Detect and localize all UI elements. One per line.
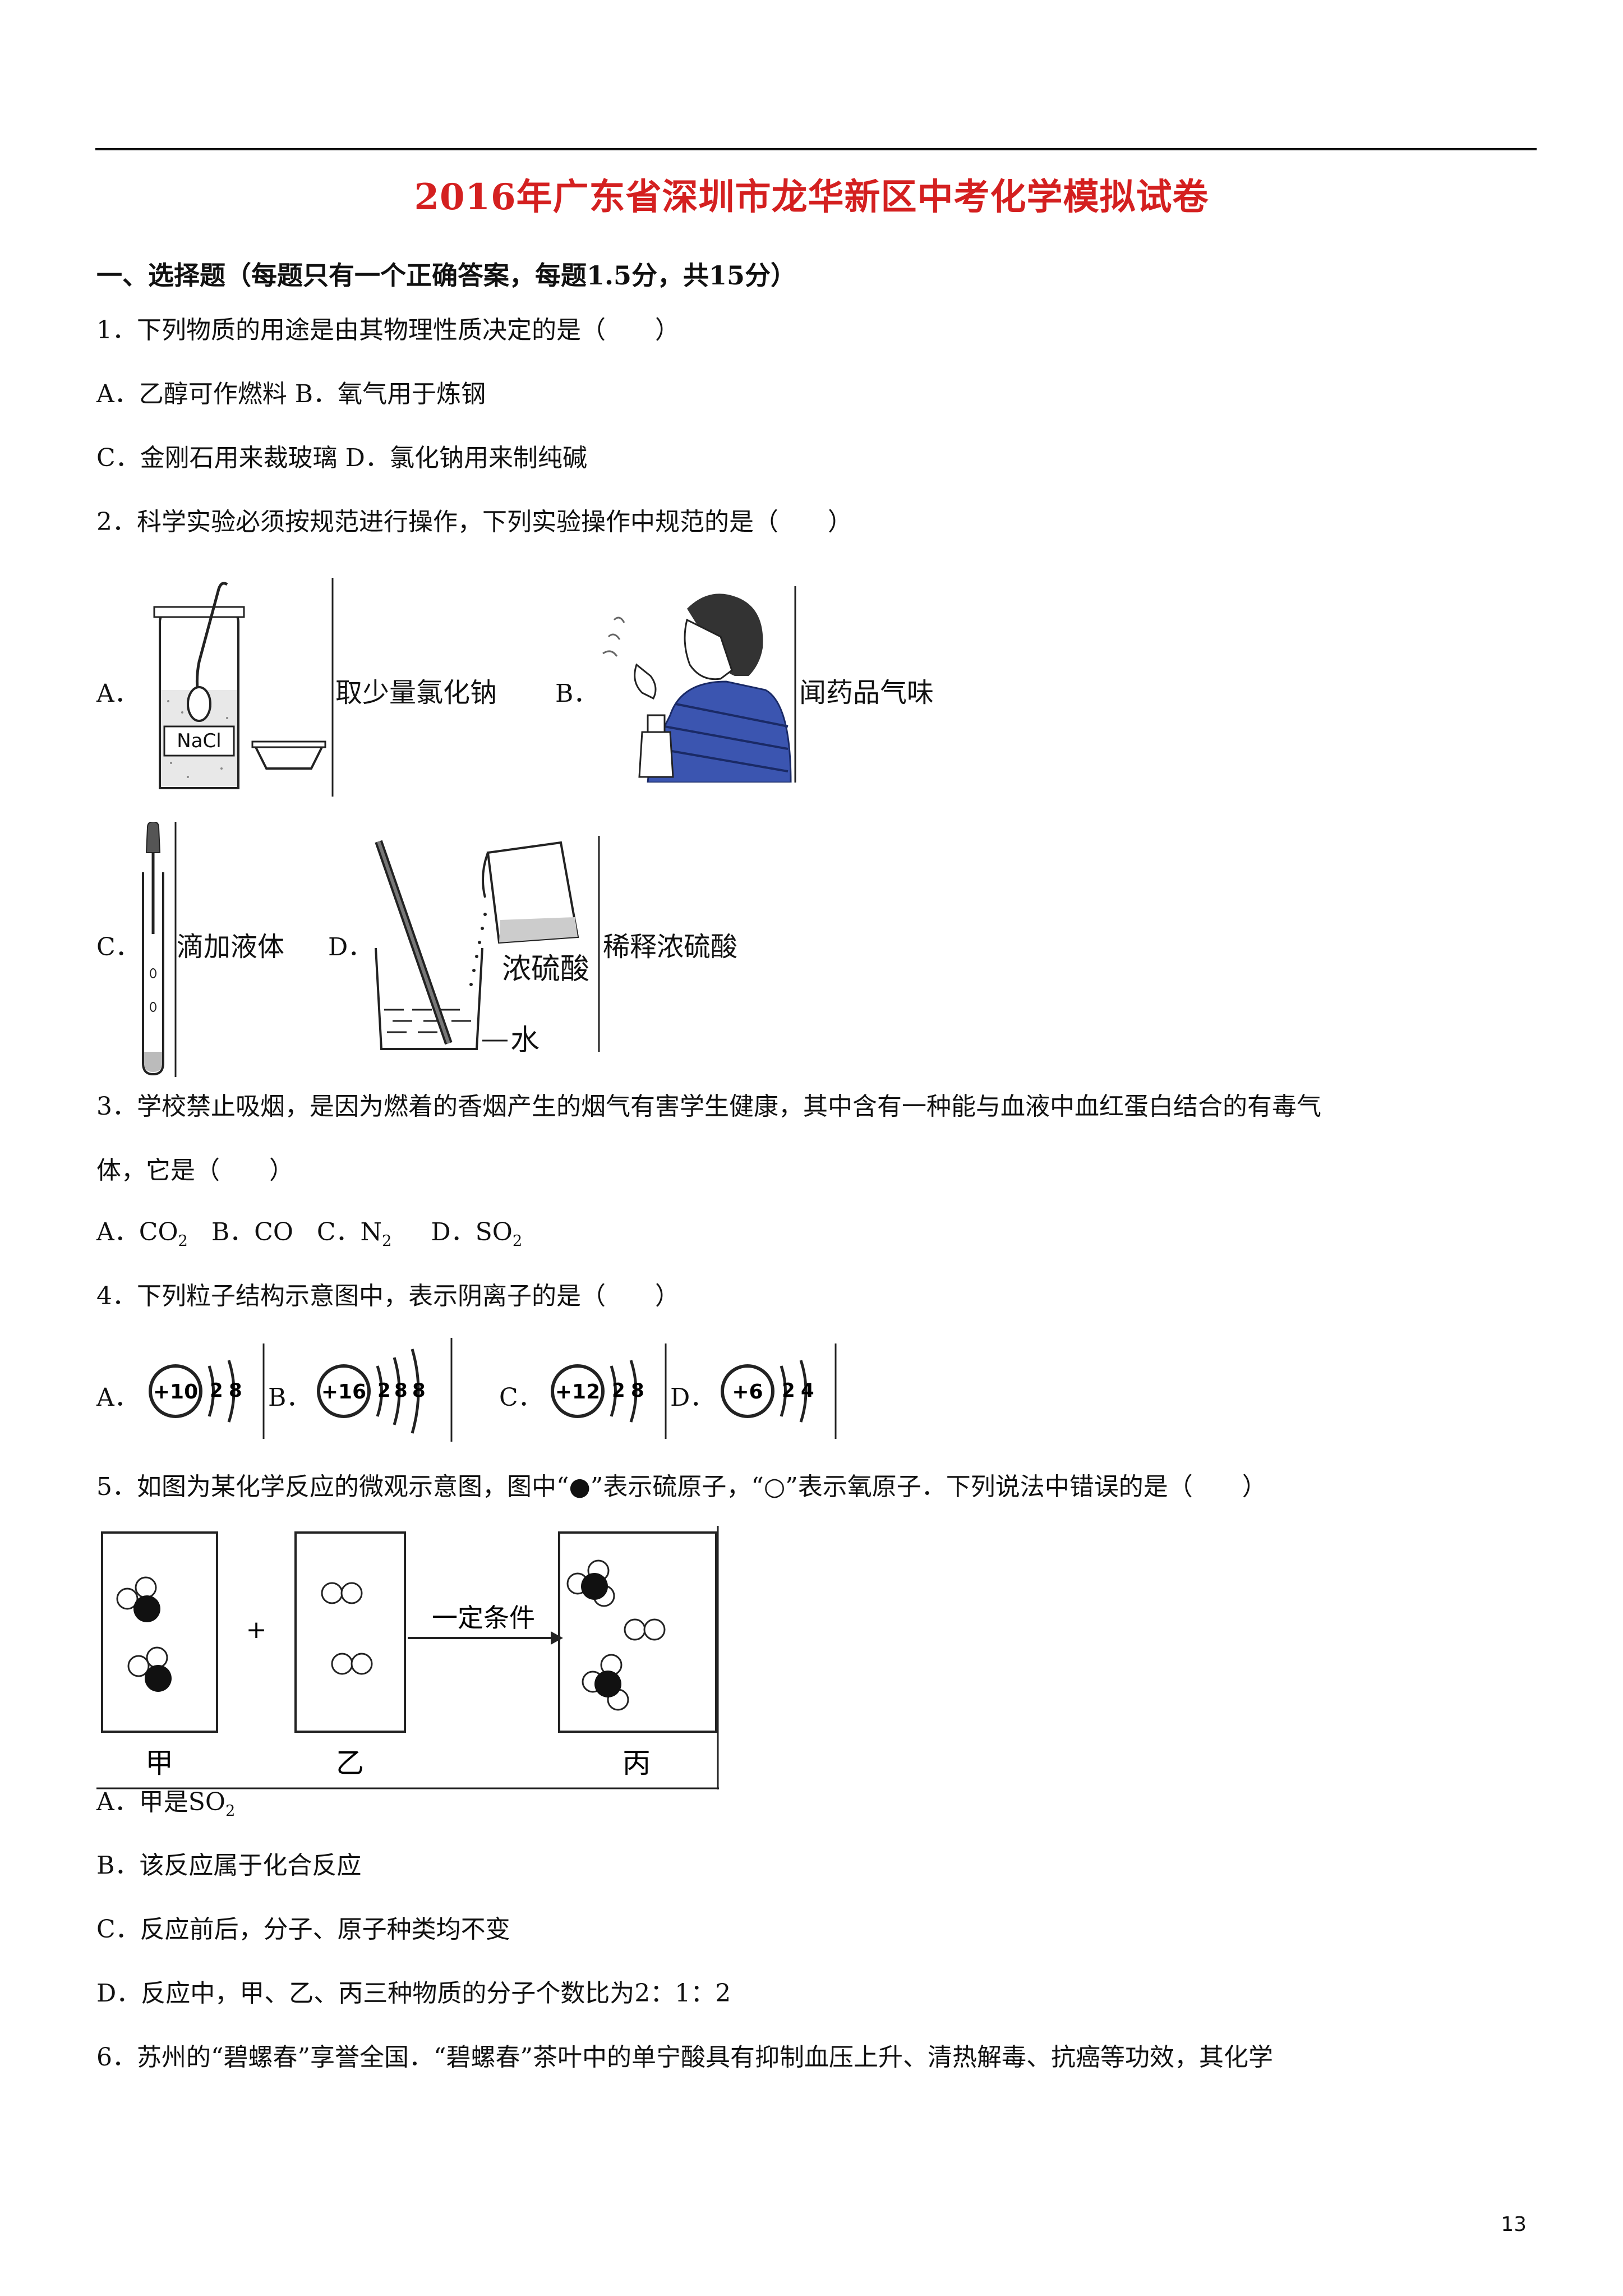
q1-stem: 1．下列物质的用途是由其物理性质决定的是（ ） (96, 316, 680, 344)
q2-option-b-label: B． (555, 679, 598, 708)
reactant-box-jia (101, 1531, 218, 1733)
q3-options: A．CO2 B．CO C．N2 D．SO2 (96, 1218, 522, 1251)
shell-electrons: 8 (631, 1379, 644, 1402)
dilute-sulfuric-acid-figure: 浓硫酸 水 (370, 836, 600, 1052)
shell-electrons: 8 (229, 1379, 242, 1402)
q5-option-d: D．反应中，甲、乙、丙三种物质的分子个数比为2：1：2 (96, 1979, 731, 2008)
reaction-condition: 一定条件 (432, 1603, 535, 1633)
q6-stem: 6．苏州的“碧螺春”享誉全国．“碧螺春”茶叶中的单宁酸具有抑制血压上升、清热解毒… (96, 2043, 1273, 2072)
q5-option-b: B．该反应属于化合反应 (96, 1851, 362, 1880)
q1-option-c: C．金刚石用来裁玻璃 (96, 444, 338, 472)
atom-diagram-a: +10 2 8 (149, 1343, 265, 1439)
label-bing: 丙 (623, 1747, 651, 1779)
q2-option-c-caption: 滴加液体 (177, 931, 285, 963)
atom-diagram-b: +16 2 8 8 (317, 1338, 453, 1442)
q3-stem-line2: 体，它是（ ） (96, 1156, 294, 1185)
nucleus-charge: +6 (732, 1381, 763, 1404)
bottle-label: NaCl (177, 730, 221, 752)
q3-option-c: C．N2 (316, 1218, 392, 1250)
q1-option-d: D．氯化钠用来制纯碱 (345, 444, 587, 472)
smelling-chemical-figure (597, 586, 796, 783)
shell-electrons: 2 (782, 1379, 795, 1402)
q5-option-a: A．甲是SO2 (96, 1788, 236, 1820)
product-box-bing (558, 1531, 717, 1733)
label-yi: 乙 (336, 1747, 364, 1779)
water-label: 水 (510, 1024, 540, 1052)
q4-stem: 4．下列粒子结构示意图中，表示阴离子的是（ ） (96, 1282, 680, 1310)
q1-option-a: A．乙醇可作燃料 (96, 380, 287, 408)
q3-option-b: B．CO (211, 1218, 293, 1246)
acid-label: 浓硫酸 (502, 953, 589, 986)
q2-option-a-label: A． (96, 679, 139, 708)
q2-stem: 2．科学实验必须按规范进行操作，下列实验操作中规范的是（ ） (96, 508, 852, 536)
shell-electrons: 4 (801, 1379, 814, 1402)
shell-electrons: 2 (612, 1379, 625, 1402)
label-jia: 甲 (145, 1747, 173, 1779)
nucleus-charge: +12 (555, 1381, 600, 1404)
q1-options-row1: A．乙醇可作燃料 B．氧气用于炼钢 (96, 380, 486, 409)
nacl-bottle-figure: NaCl (137, 578, 334, 797)
atom-diagram-d: +6 2 4 (721, 1343, 837, 1439)
q2-option-a-caption: 取少量氯化钠 (335, 677, 497, 708)
q3-option-d: D．SO2 (431, 1218, 523, 1250)
section-heading: 一、选择题（每题只有一个正确答案，每题1.5分，共15分） (96, 260, 797, 291)
plus-sign: + (246, 1616, 267, 1644)
header-rule (95, 148, 1537, 150)
q4-option-c-label: C． (499, 1383, 543, 1412)
shell-electrons: 2 (210, 1379, 223, 1402)
q2-option-b-caption: 闻药品气味 (799, 677, 934, 708)
reaction-micro-diagram: + 一定条件 甲 乙 丙 (96, 1526, 719, 1789)
q5-stem: 5．如图为某化学反应的微观示意图，图中“●”表示硫原子，“○”表示氧原子．下列说… (96, 1473, 1267, 1501)
q4-option-d-label: D． (670, 1383, 715, 1412)
atom-diagram-c: +12 2 8 (551, 1343, 667, 1439)
shell-electrons: 8 (412, 1379, 426, 1402)
nucleus-charge: +10 (153, 1381, 198, 1404)
q1-options-row2: C．金刚石用来裁玻璃 D．氯化钠用来制纯碱 (96, 444, 587, 473)
q3-stem-line1: 3．学校禁止吸烟，是因为燃着的香烟产生的烟气有害学生健康，其中含有一种能与血液中… (96, 1092, 1321, 1121)
q2-option-c-label: C． (96, 933, 140, 961)
q4-option-a-label: A． (96, 1383, 139, 1412)
q3-option-a: A．CO2 (96, 1218, 188, 1250)
q4-option-b-label: B． (268, 1383, 311, 1412)
q1-option-b: B．氧气用于炼钢 (294, 380, 486, 408)
q2-option-d-caption: 稀释浓硫酸 (603, 931, 738, 963)
q2-option-d-label: D． (328, 933, 373, 961)
page-title: 2016年广东省深圳市龙华新区中考化学模拟试卷 (414, 176, 1209, 218)
reactant-box-yi (294, 1531, 406, 1733)
dropper-figure (137, 822, 177, 1077)
q5-option-c: C．反应前后，分子、原子种类均不变 (96, 1915, 510, 1944)
shell-electrons: 8 (394, 1379, 408, 1402)
page-number: 13 (1501, 2213, 1527, 2236)
shell-electrons: 2 (377, 1379, 391, 1402)
nucleus-charge: +16 (321, 1381, 366, 1404)
